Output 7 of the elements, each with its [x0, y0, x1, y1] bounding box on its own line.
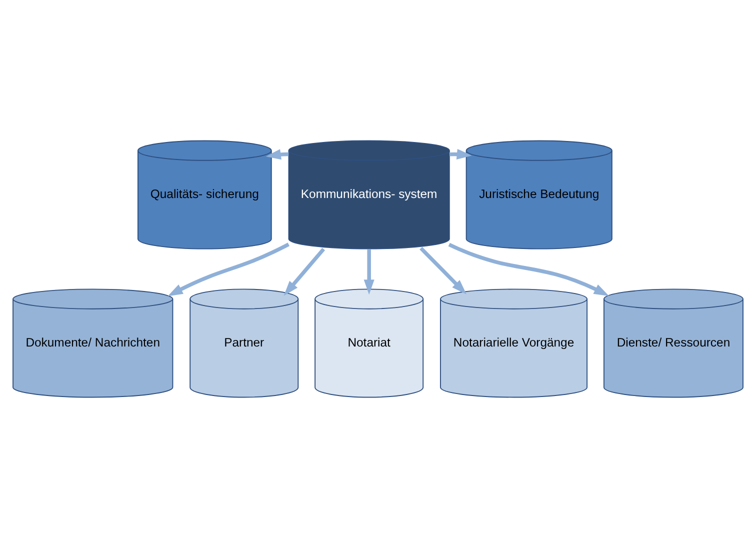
arrow: [449, 148, 472, 160]
arrow: [364, 249, 374, 295]
arrow: [284, 248, 326, 296]
arrow: [448, 242, 610, 296]
arrow: [266, 149, 289, 160]
arrow: [420, 246, 467, 294]
arrow: [168, 242, 290, 296]
